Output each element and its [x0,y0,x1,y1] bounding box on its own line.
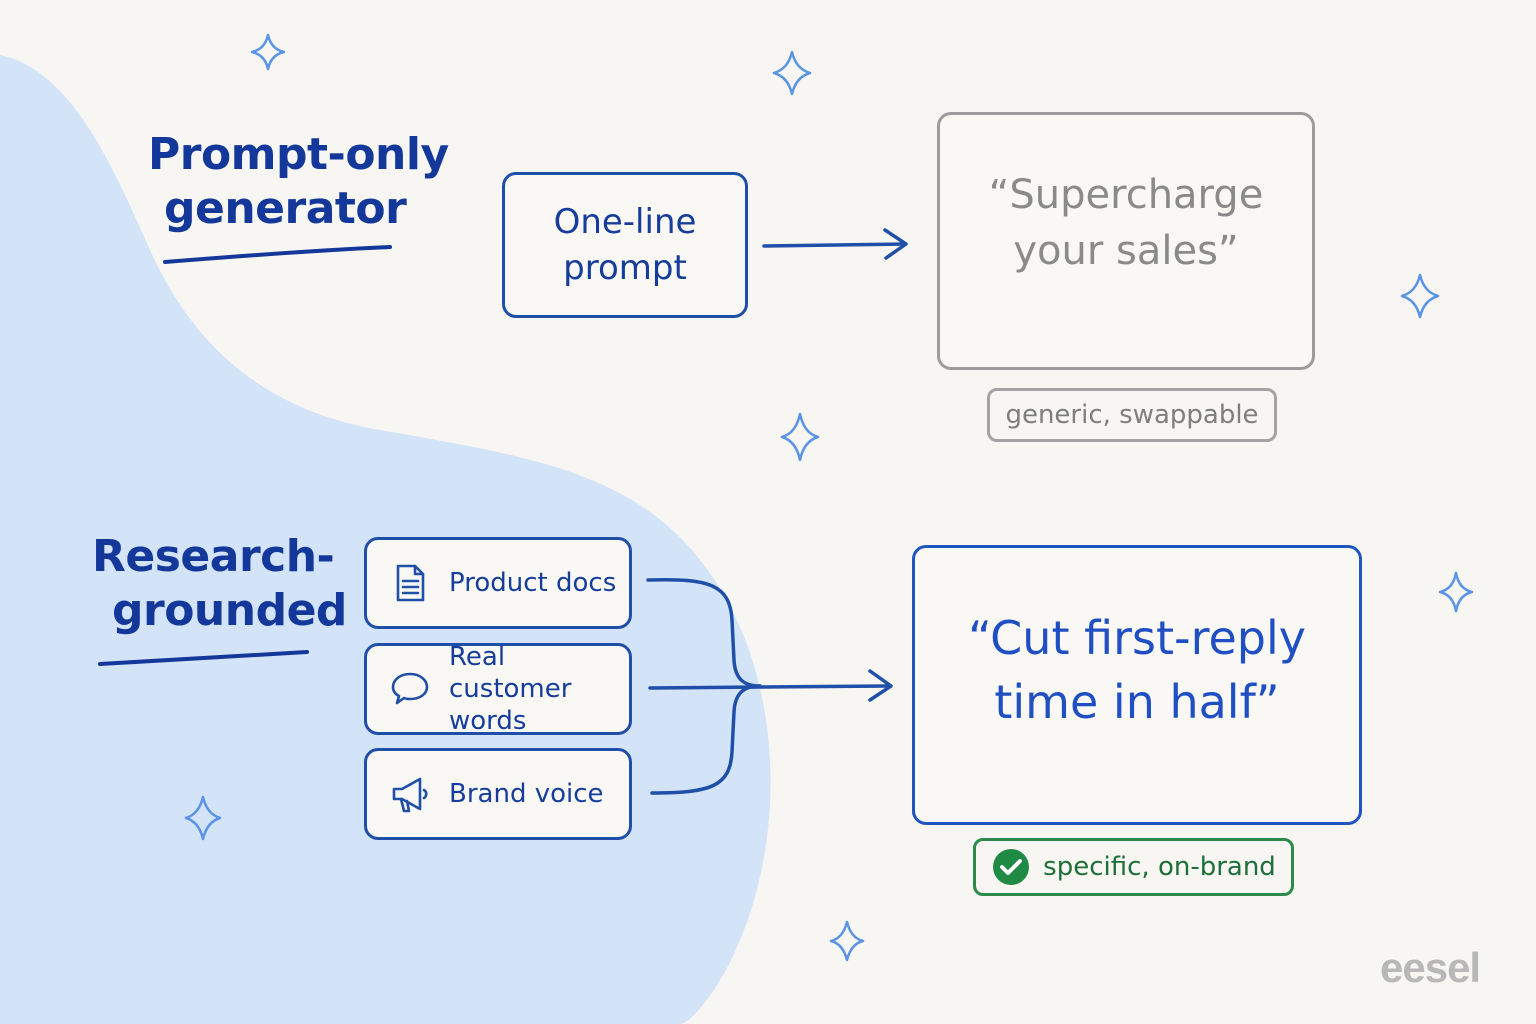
research-grounded-heading: Research- grounded [92,530,347,638]
specific-tag-label: specific, on-brand [1043,852,1276,882]
source-product-docs: Product docs [364,537,632,629]
source-brand-voice: Brand voice [364,748,632,840]
speech-bubble-icon [391,672,429,705]
source-label: Brand voice [449,779,604,809]
prompt-only-heading: Prompt-only generator [148,128,449,236]
one-line-prompt-box: One-line prompt [502,172,748,318]
heading-line: Prompt-only [148,129,449,180]
check-circle-icon [993,849,1030,885]
specific-output-line: time in half” [994,675,1280,729]
generic-output-line: your sales” [1013,228,1239,274]
document-icon [396,564,425,602]
eesel-logo: eesel [1380,944,1481,991]
heading-line: Research- [92,531,335,582]
specific-output-card: “Cut first-reply time in half” [912,545,1362,825]
generic-output-card: “Supercharge your sales” [937,112,1315,370]
heading-line: generator [164,183,407,234]
heading-line: grounded [112,585,347,636]
source-label: words [449,706,527,736]
megaphone-icon [392,777,428,813]
generic-tag: generic, swappable [987,388,1277,442]
prompt-box-line: One-line [553,202,697,242]
source-real-customer-words: Real customer words [364,642,632,736]
source-label: Real customer [449,642,572,704]
specific-tag: specific, on-brand [973,838,1294,896]
prompt-box-line: prompt [563,248,687,288]
specific-output-line: “Cut first-reply [967,611,1306,665]
source-label: Product docs [449,568,617,598]
generic-output-line: “Supercharge [988,172,1264,218]
